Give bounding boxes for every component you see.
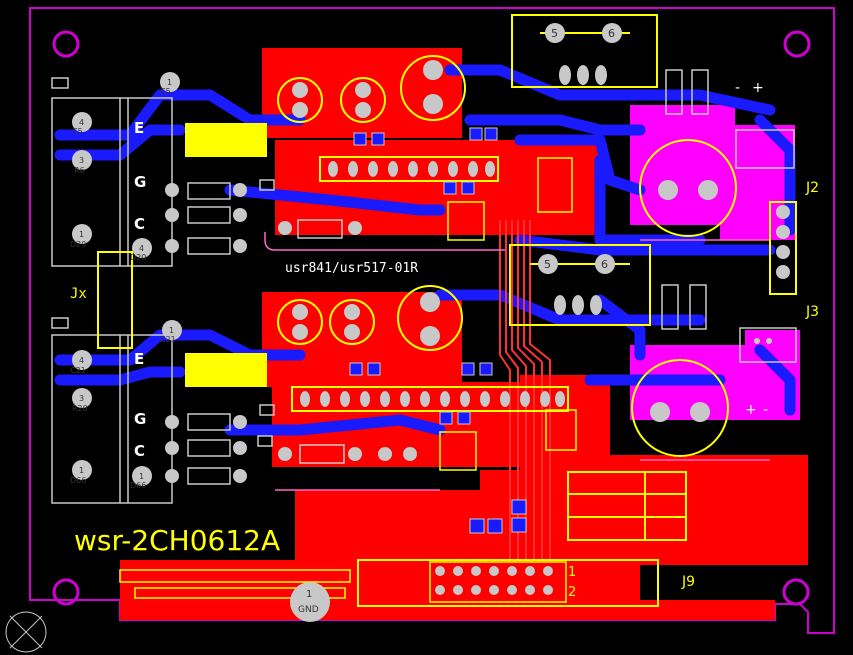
svg-text:5: 5 [551, 27, 558, 40]
lower-pad-3: 3 R20 [72, 388, 92, 413]
j9-pin1-label: 1 [568, 565, 576, 580]
svg-text:GND: GND [298, 605, 319, 615]
upper-transformer: 5 6 [511, 14, 658, 88]
mounting-hole-tl [52, 30, 80, 58]
svg-text:D20: D20 [70, 240, 86, 249]
j2-header: J2 [769, 180, 819, 295]
mounting-hole-bl [52, 578, 80, 606]
upper-regulator [735, 129, 795, 169]
right-diodes [661, 69, 709, 330]
upper-letter-g: G [134, 173, 146, 191]
smd-pads [349, 127, 527, 534]
svg-text:D20: D20 [130, 253, 146, 262]
svg-text:1: 1 [169, 326, 174, 335]
j3-label: J3 [805, 304, 819, 320]
lower-pad-1c: 1 D66 [130, 466, 152, 490]
big-capacitors [631, 139, 737, 457]
svg-text:1: 1 [167, 78, 172, 87]
pad-clusters [165, 183, 417, 483]
jx-outline [97, 251, 133, 349]
j9-connector: 1 2 J9 [119, 559, 695, 607]
svg-text:1: 1 [79, 466, 84, 475]
lower-power-block [185, 353, 267, 387]
board-subtitle: usr841/usr517-01R [285, 261, 418, 276]
svg-text:+: + [745, 402, 757, 418]
upper-letter-e: E [134, 119, 144, 137]
lower-ic-pins [300, 391, 565, 407]
svg-text:3: 3 [79, 394, 84, 403]
upper-capacitors [277, 55, 466, 351]
gnd-pad: 1 GND [290, 582, 330, 622]
svg-text:6: 6 [601, 258, 608, 271]
svg-text:5: 5 [544, 258, 551, 271]
svg-text:4: 4 [79, 356, 84, 365]
svg-text:1: 1 [79, 230, 84, 239]
lower-pad-4: 4 C21 [70, 350, 92, 375]
svg-text:6: 6 [608, 27, 615, 40]
svg-text:D66: D66 [130, 481, 146, 490]
upper-letter-c: C [134, 215, 145, 233]
mounting-holes [52, 30, 811, 606]
lower-letter-g: G [134, 410, 146, 428]
j9-pins [435, 566, 553, 595]
polarity-marks: - + + - [735, 80, 768, 418]
svg-text:R6: R6 [74, 166, 85, 175]
svg-text:1: 1 [139, 472, 144, 481]
svg-text:R20: R20 [72, 404, 88, 413]
signal-bus [499, 220, 551, 560]
upper-ic-pins [328, 161, 495, 177]
mounting-hole-br [782, 578, 810, 606]
j9-label: J9 [681, 574, 695, 590]
lower-letter-c: C [134, 442, 145, 460]
svg-text:4: 4 [139, 244, 144, 253]
small-components [51, 77, 345, 485]
svg-text:1: 1 [306, 589, 312, 600]
svg-text:D66: D66 [70, 476, 86, 485]
svg-text:4: 4 [79, 118, 84, 127]
upper-pad-4: 4 C5 [72, 112, 92, 136]
lower-letter-e: E [134, 350, 144, 368]
svg-text:C5: C5 [160, 87, 171, 96]
svg-text:-: - [735, 80, 740, 96]
svg-text:C21: C21 [70, 366, 86, 375]
upper-pad-1b: 1 D20 [70, 224, 92, 249]
upper-pad-3: 3 R6 [72, 150, 92, 175]
j2-label: J2 [805, 180, 819, 196]
jx-label: Jx [70, 286, 87, 302]
svg-text:-: - [763, 402, 768, 418]
svg-text:C5: C5 [72, 127, 83, 136]
j9-pads-area [567, 471, 687, 541]
upper-ic-outline [319, 156, 499, 182]
board-title: wsr-2CH0612A [74, 524, 280, 557]
svg-text:C21: C21 [160, 335, 176, 344]
lower-ic-outline [291, 386, 569, 412]
silk-guides [264, 232, 770, 491]
small-ics [439, 157, 577, 471]
mounting-hole-tr [783, 30, 811, 58]
svg-text:3: 3 [79, 156, 84, 165]
origin-marker [5, 611, 47, 653]
lower-pad-1b: 1 D66 [70, 460, 92, 485]
upper-pad-4b: 4 D20 [130, 238, 152, 262]
lower-transformer: 5 6 [509, 244, 651, 326]
board-outline [29, 7, 835, 634]
capacitor-pads [292, 60, 443, 346]
j3-header: J3 [739, 304, 819, 363]
lower-pad-1: 1 C21 [160, 320, 182, 344]
upper-power-block [185, 123, 267, 157]
upper-pad-1: 1 C5 [160, 72, 180, 96]
svg-text:+: + [752, 80, 764, 96]
j9-pin2-label: 2 [568, 585, 576, 600]
